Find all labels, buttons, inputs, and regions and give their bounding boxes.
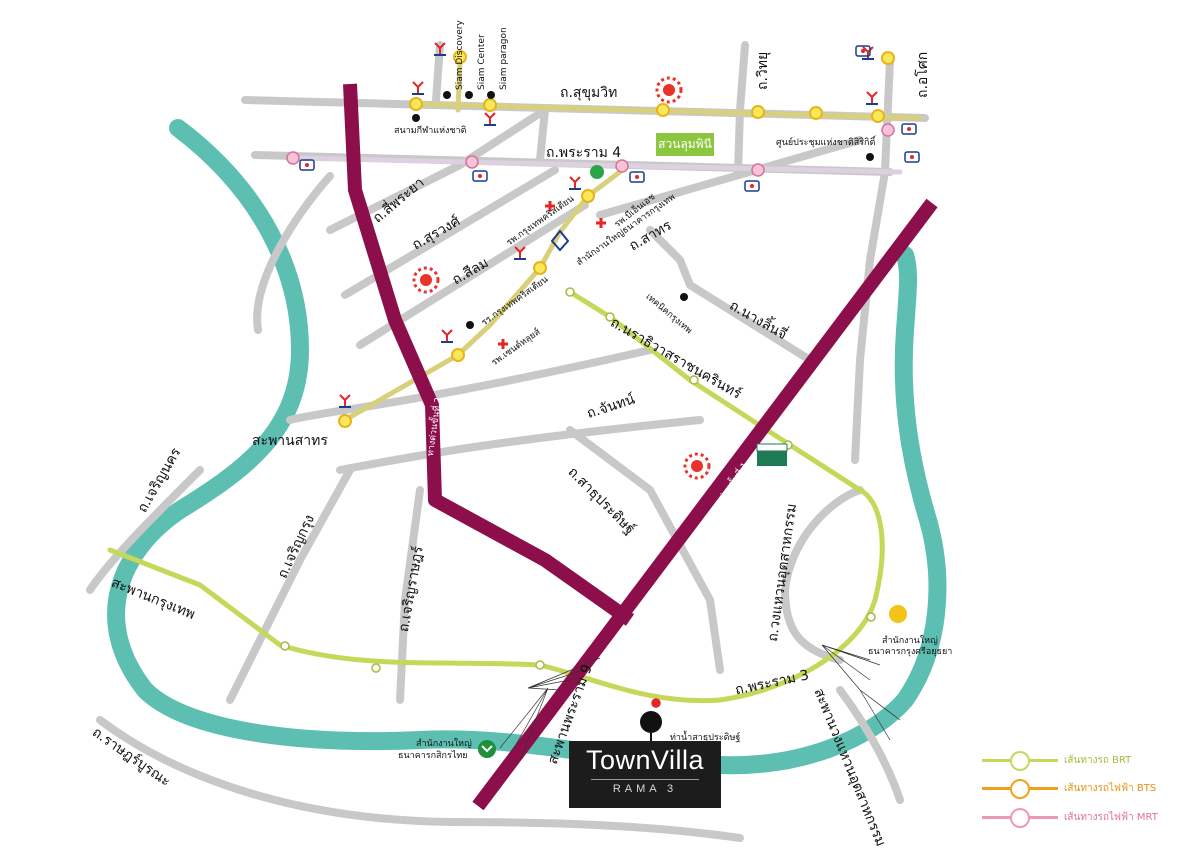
place-qsncc: ศูนย์ประชุมแห่งชาติสิริกิติ์ [776, 138, 876, 148]
temple-icon [683, 452, 711, 480]
legend-line-bts [982, 778, 1058, 799]
mrt-logo-icon [744, 180, 760, 192]
brand-subtitle: RAMA 3 [612, 783, 678, 795]
bts-logo-icon [339, 394, 351, 408]
temple-icon [412, 266, 440, 294]
lumpini-park: สวนลุมพินี [656, 133, 714, 156]
bts-station [451, 348, 465, 362]
mrt-line [290, 155, 903, 175]
legend-label-bts: เส้นทางรถไฟฟ้า BTS [1064, 782, 1157, 794]
brand-divider [591, 779, 699, 780]
brt-station [605, 312, 615, 322]
brt-station [565, 287, 575, 297]
bts-station [581, 189, 595, 203]
bridge-label-taksin: สะพานสาทร [252, 433, 328, 449]
temples [412, 76, 711, 480]
chao-phraya-river [107, 119, 947, 775]
landmark-dots [412, 91, 874, 329]
bridge-cables [499, 644, 901, 761]
road-label-wittayu: ถ.วิทยุ [755, 51, 771, 90]
bts-stations [338, 50, 895, 428]
mrt-logo-icon [472, 170, 488, 182]
hospital-cross-icon [596, 218, 606, 228]
bank-logo-icon [889, 605, 907, 623]
bts-station [881, 51, 895, 65]
legend-label-mrt: เส้นทางรถไฟฟ้า MRT [1064, 811, 1158, 823]
road-label-sukhumvit: ถ.สุขุมวิท [560, 85, 618, 101]
brt-line [107, 289, 885, 704]
bts-station [871, 109, 885, 123]
mrt-logo-icon [904, 151, 920, 163]
hospital-cross-icon [545, 201, 555, 211]
mrt-logo-icon [901, 123, 917, 135]
mrt-station [465, 155, 479, 169]
bts-logo-icon [434, 42, 446, 56]
mrt-logo-icon [299, 159, 315, 171]
mrt-station [751, 163, 765, 177]
bts-station [533, 261, 547, 275]
road-label-asoke: ถ.อโศก [915, 51, 931, 98]
bts-station [809, 106, 823, 120]
mrt-logos [299, 45, 920, 192]
brt-station [866, 612, 876, 622]
hospitals [498, 201, 606, 349]
place-siam-paragon: Siam paragon [499, 27, 509, 90]
mrt-logo-icon [855, 45, 871, 57]
bts-logo-icon [862, 46, 874, 60]
legend-item-bts: เส้นทางรถไฟฟ้า BTS [982, 773, 1156, 803]
bts-logo-icon [514, 246, 526, 260]
bts-logo-icon [484, 112, 496, 126]
brt-stations [280, 287, 876, 708]
brt-station [651, 698, 661, 708]
place-siam-center: Siam Center [477, 34, 487, 90]
place-kbank-hq-line1: สำนักงานใหญ่ [416, 739, 472, 749]
expressways [343, 83, 938, 811]
brt-station [280, 641, 290, 651]
hospital-cross-icon [498, 339, 508, 349]
location-pin-icon [640, 711, 662, 742]
brt-station [535, 660, 545, 670]
legend-item-mrt: เส้นทางรถไฟฟ้า MRT [982, 802, 1158, 832]
legend-dot-brt [1010, 750, 1030, 771]
place-krungsri-hq-line2: ธนาคารกรุงศรีอยุธยา [868, 647, 953, 657]
bts-station [409, 97, 423, 111]
place-krungsri-hq-line1: สำนักงานใหญ่ [882, 636, 938, 646]
road-label-rama4: ถ.พระราม 4 [546, 145, 622, 161]
temple-icon [655, 76, 683, 104]
legend-line-mrt [982, 807, 1058, 828]
brt-station [371, 663, 381, 673]
lotus-store-icon [756, 443, 788, 466]
bts-station [338, 414, 352, 428]
legend-line-brt [982, 750, 1058, 771]
place-kbank-hq-line2: ธนาคารกสิกรไทย [398, 751, 468, 761]
mrt-stations [286, 123, 895, 177]
mrt-logo-icon [629, 171, 645, 183]
place-national-stadium: สนามกีฬาแห่งชาติ [394, 126, 467, 136]
legend-label-brt: เส้นทางรถ BRT [1064, 754, 1132, 766]
bts-station [483, 98, 497, 112]
brt-station [689, 375, 699, 385]
brand-name: TownVilla [585, 745, 705, 775]
legend-item-brt: เส้นทางรถ BRT [982, 745, 1131, 775]
place-siam-discovery: Siam Discovery [455, 20, 465, 90]
bts-logo-icon [441, 329, 453, 343]
mrt-station [286, 151, 300, 165]
bts-logo-icon [412, 81, 424, 95]
bts-logo-icon [866, 91, 878, 105]
bts-station [453, 50, 467, 64]
place-pier: ท่าน้ำสาธุประดิษฐ์ [670, 733, 741, 743]
bank-logo-icon [478, 740, 496, 758]
bts-station [656, 103, 670, 117]
bts-station [751, 105, 765, 119]
bank-logo-icon [550, 229, 570, 252]
mrt-station [615, 159, 629, 173]
legend-dot-bts [1010, 778, 1030, 799]
bts-logo-icon [569, 176, 581, 190]
legend-dot-mrt [1010, 807, 1030, 828]
townvilla-logo: TownVilla RAMA 3 [569, 741, 721, 808]
bank-logo-icon [590, 165, 604, 179]
mrt-station [881, 123, 895, 137]
